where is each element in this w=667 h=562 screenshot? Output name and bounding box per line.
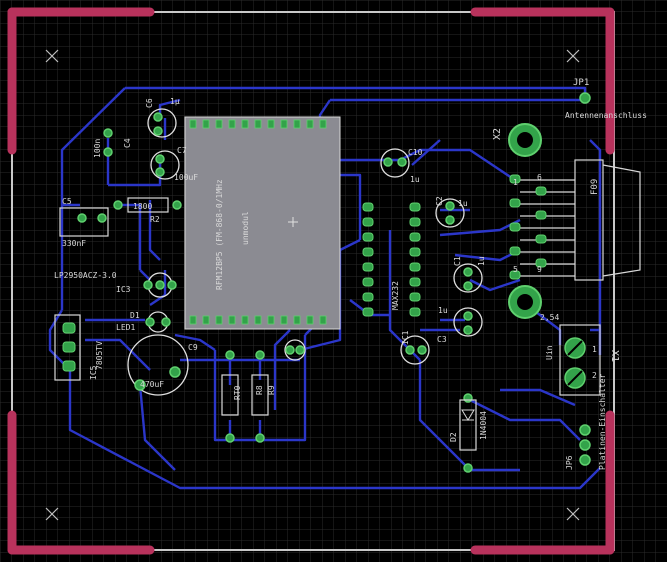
label-antenne: Antennenanschluss [565,111,647,120]
label-rt0: RT0 [233,385,242,400]
label-ic3: IC3 [116,285,131,294]
max232-label: MAX232 [391,281,400,310]
mounting-holes [45,49,580,521]
label-r8: R8 [255,385,264,395]
label-pin1: 1 [513,178,518,187]
label-x2: X2 [492,128,503,140]
cap-c5-body [59,207,109,237]
label-c1-val: 1u [477,256,486,266]
label-c2: C2 [435,196,444,206]
label-c6: C6 [145,98,154,108]
label-r2-val: 1800 [133,202,152,211]
label-ic5: IC5 [89,365,98,380]
rf-module [184,116,341,330]
module-label-2: unmodul [241,211,250,245]
label-ic5-val: 7805TV [95,341,104,370]
label-x1: X1 [609,350,620,362]
label-f09: F09 [590,179,600,195]
regulator-ic5 [54,314,81,381]
label-c1: C1 [453,256,462,266]
label-pin6: 6 [537,173,542,182]
label-c2-val: 1u [458,199,468,208]
label-c5-val: 330nF [62,239,86,248]
label-r2: R2 [150,215,160,224]
label-c5: C5 [62,197,72,206]
label-pin9: 9 [537,265,542,274]
resistor-r8-body [251,374,269,416]
label-c4: C4 [123,138,132,148]
label-jp1: JP1 [573,78,589,88]
label-c9: C9 [188,343,198,352]
label-c3-val: 1u [438,306,448,315]
label-dim-254: 2,54 [540,313,559,322]
label-c7-val: 100uF [174,173,198,182]
label-platinen: Platinen-Einschalter [598,373,607,470]
label-c7: C7 [177,146,187,155]
electrolytic-caps [127,108,483,396]
round-pads [77,92,591,473]
label-uin: Uin [545,345,554,360]
board-outline [11,11,615,551]
corner-strips [7,7,615,555]
screw-terminal-x1 [559,324,601,396]
label-x1-pin2: 2 [592,371,597,380]
label-c3: C3 [437,335,447,344]
label-led1: LED1 [116,323,135,332]
label-d1: D1 [130,311,140,320]
diode-d2-symbol [461,409,475,421]
label-c6-val: 1µ [170,97,180,106]
label-ic3-val: LP2950ACZ-3.0 [54,271,117,280]
diode-d2-body [459,399,477,451]
label-d2-val: 1N4004 [479,411,488,440]
module-label: RFM12BP5 (FM-868-0/1MHz [215,179,224,290]
resistor-rt0-body [221,374,239,416]
label-jp6: JP6 [565,455,574,470]
ic1-label: IC1 [401,330,410,345]
label-r9: R9 [267,385,276,395]
label-pin5: 5 [513,265,518,274]
max232-ic [362,202,421,317]
resistor-r2-body [127,197,169,213]
label-c4-val: 100n [93,139,102,158]
label-c10: C10 [408,148,423,157]
label-c10-val: 1u [410,175,420,184]
label-c9-val: 470uF [140,380,164,389]
label-x1-pin1: 1 [592,345,597,354]
label-d2: D2 [449,432,458,442]
dsub-connector [508,123,641,319]
